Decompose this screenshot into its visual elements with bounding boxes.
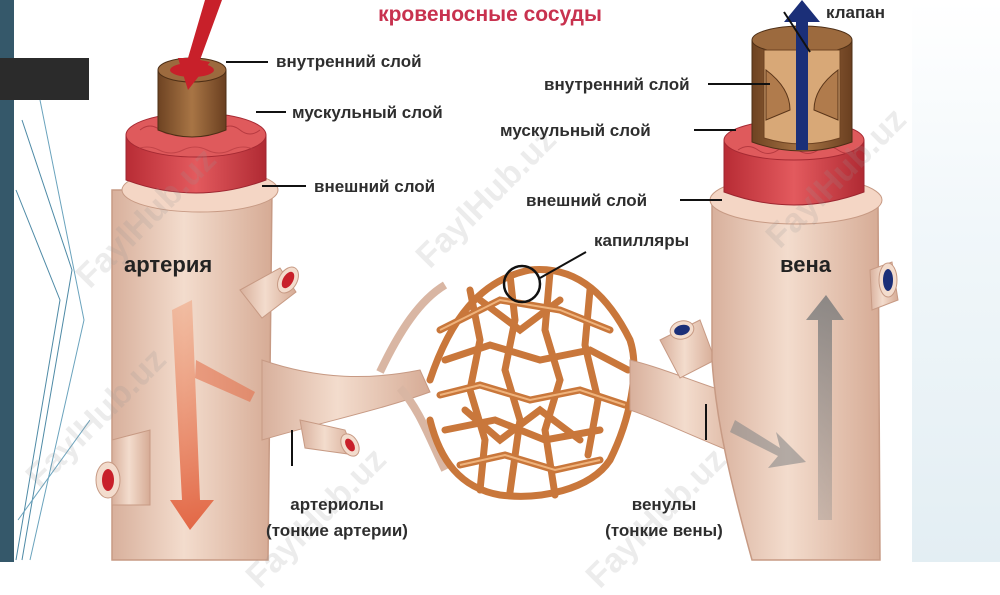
label-capillaries: капилляры	[594, 231, 690, 250]
slide-left-band	[0, 0, 14, 562]
slide-dark-tab	[0, 58, 89, 100]
vein-vessel	[629, 0, 899, 561]
label-artery-inner-layer: внутренний слой	[276, 52, 422, 71]
label-venules: венулы	[631, 495, 697, 514]
decorative-lines	[15, 99, 90, 561]
label-artery: артерия	[124, 252, 213, 277]
capillary-magnifier-circle	[502, 264, 542, 304]
slide-right-band	[912, 0, 1000, 562]
label-vein-valve: клапан	[826, 3, 885, 22]
label-venules-note: (тонкие вены)	[605, 521, 723, 540]
capillary-highlight	[439, 298, 626, 472]
label-artery-muscle-layer: мускульный слой	[292, 103, 443, 122]
blood-vessels-diagram	[95, 0, 899, 561]
label-vein-inner-layer: внутренний слой	[544, 75, 690, 94]
label-vein: вена	[780, 252, 831, 277]
label-vein-outer-layer: внешний слой	[526, 191, 648, 210]
label-arterioles: артериолы	[290, 495, 384, 514]
label-artery-outer-layer: внешний слой	[314, 177, 436, 196]
diagram-title: кровеносные сосуды	[378, 3, 602, 26]
label-arterioles-note: (тонкие артерии)	[266, 521, 408, 540]
label-vein-muscle-layer: мускульный слой	[500, 121, 651, 140]
leader-lines	[226, 11, 811, 466]
artery-vessel	[95, 0, 449, 561]
